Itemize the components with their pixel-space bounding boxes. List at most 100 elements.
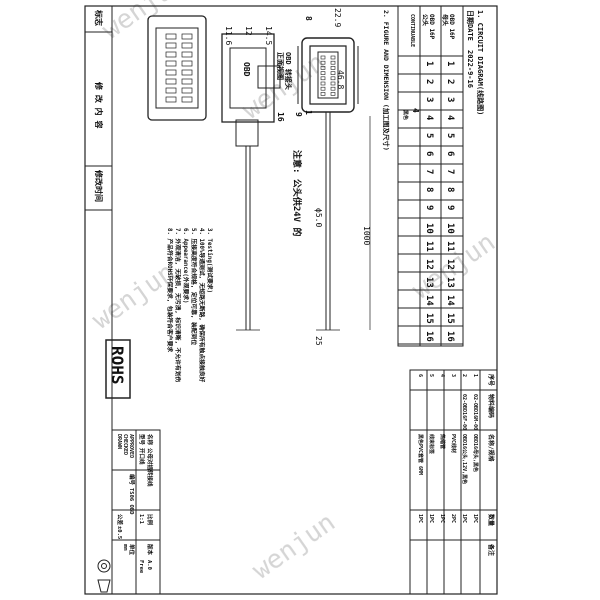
note-line: 7. 外观清洁, 无破损, 无污渍, 标识清晰, 不允许有划伤 [174, 228, 182, 383]
pin-row2-label: 6 [424, 151, 434, 156]
pin-row2-label: 14 [424, 295, 434, 306]
pin-row1-label: 9 [445, 205, 455, 210]
bom-cell: 1PC [428, 514, 434, 523]
socket-pin [320, 76, 326, 81]
top-view-slot [165, 42, 177, 49]
pin-row1-label: 3 [445, 97, 455, 102]
pin-row1-label: 4 [445, 115, 455, 121]
strip-label-mark: 标志 [94, 9, 104, 26]
pin-row2-label: 4 [424, 115, 434, 121]
bom-cell: 4 [439, 374, 445, 377]
date-label: 日期DATE [466, 10, 475, 41]
continuable-label: CONTINUABLE [409, 14, 415, 47]
bom-cell: 5 [428, 374, 434, 377]
tb-checked-label: CHECKED [122, 434, 128, 455]
pin-16-label: 16 [276, 112, 285, 122]
pin-row2-label: 16 [424, 331, 434, 342]
row2-label-cn: 公头 [421, 14, 429, 26]
top-view-slot [181, 60, 193, 67]
pin-grid [398, 55, 463, 345]
top-view-slot [165, 78, 177, 85]
dim-cable-diameter: ϕ5.0 [314, 208, 323, 227]
pin-row1-label: 8 [445, 187, 455, 192]
socket-pin [320, 81, 326, 86]
dim-12: 12 [244, 26, 253, 36]
tb-tol-value: ±0.5 [116, 526, 122, 539]
obd-side-view: OBD OBD 转接头 正面视图 11.6 12 14.5 [221, 26, 293, 147]
tb-scale-label: 比例 [146, 514, 154, 526]
top-view-slot [181, 87, 193, 94]
top-view-slot [181, 33, 193, 40]
row2-label: OBD 16P [428, 14, 435, 40]
pin-row2-label: 7 [424, 169, 434, 174]
bom-cell: 1PC [472, 514, 478, 523]
title-block: 名称 公母对插转接线 型号 开口线 编号 TS06 OBD 比例 1:1 版本 … [97, 429, 161, 595]
pin-row1-label: 12 [445, 259, 455, 270]
pin-row2-label: 5 [424, 133, 434, 138]
section2-title: 2. FIGURE AND DIMENSION (加工图及尺寸) [382, 10, 391, 151]
notes-list: 3. Testing(测试要求)4. 100%导通测试, 无短路无断路, 确保所… [166, 228, 214, 383]
socket-pins [320, 55, 336, 96]
pin-row2-label: 11 [424, 241, 434, 252]
pin-row1-label: 1 [445, 61, 455, 66]
obd-front-view: 22.9 46.8 8 1 16 9 [276, 8, 359, 122]
dim-11-6: 11.6 [224, 26, 233, 45]
tb-scale-value: 1:1 [138, 514, 144, 525]
socket-pin [330, 71, 336, 75]
connector-text: OBD [242, 62, 251, 77]
projection-symbol [97, 559, 111, 573]
tb-name-value: 公母对插转接线 [146, 448, 154, 487]
socket-pin [330, 55, 336, 60]
socket-pin [330, 76, 336, 81]
pin-row2-label: 9 [424, 205, 434, 210]
top-view-slot [165, 69, 177, 76]
section1-title: 1. CIRCUIT DIAGRAM(线路图) [476, 10, 485, 115]
pin-1-label: 1 [304, 110, 313, 115]
tb-rev-label: 版本 [146, 543, 154, 556]
bom-cell: 黑色PVC套管 6MM [417, 434, 424, 475]
top-view-slot [181, 42, 193, 49]
socket-pin [320, 92, 326, 96]
pin-row1-label: 2 [445, 79, 455, 84]
pin-row2-label: 13 [424, 277, 434, 288]
connector-label: OBD 转接头 [284, 52, 293, 90]
tb-unit-value: mm [122, 544, 128, 551]
row1-label: OBD 16P [448, 14, 455, 40]
note-line: 4. 100%导通测试, 无短路无断路, 确保所有触点接触良好 [198, 228, 206, 383]
date-value: 2022-9-16 [466, 50, 474, 88]
revision-strip: 标志 修 改 内 容 修改时间 [85, 9, 112, 211]
pin-row1-label: 10 [445, 223, 455, 234]
pin-row1-label: 16 [445, 331, 455, 342]
voltage-note: 注意: 公头供24V 的 [291, 150, 303, 237]
dim-25: 25 [314, 336, 323, 346]
tb-unit-label: 单位 [128, 544, 136, 556]
dim-14-5: 14.5 [264, 26, 273, 45]
note-line: 8. 产品符合ROHS环保要求, 包装符合客户要求 [166, 228, 174, 352]
top-view-slot [165, 60, 177, 67]
bom-cell: 02-OBD16M-00 [472, 394, 478, 430]
note-line: 3. Testing(测试要求) [206, 228, 214, 293]
top-view-slot [181, 78, 193, 85]
bom-header: 备注 [487, 543, 495, 556]
bom-cell: 3 [450, 374, 456, 377]
tb-name-label: 名称 [146, 434, 154, 446]
socket-pin [320, 66, 326, 70]
pin-row1-label: 14 [445, 295, 455, 306]
cables: 1000 ϕ5.0 25 [236, 112, 371, 346]
pin-row1-label: 15 [445, 313, 455, 324]
tb-part-label: 编号 [128, 474, 136, 486]
dim-46-8: 46.8 [336, 70, 345, 89]
bom-header: 序号 [487, 373, 495, 386]
tb-approved-label: APPROVED [128, 434, 134, 458]
tb-spec-value: 开口线 [138, 448, 146, 465]
socket-pin [320, 55, 326, 60]
top-view-slot [181, 96, 193, 103]
rohs-stamp: ROHS [105, 339, 131, 399]
bom-cell: OBD16母头,黑色 [472, 434, 479, 472]
bom-cell: 6 [417, 374, 423, 377]
strip-label-content: 修 改 内 容 [94, 81, 104, 128]
pin-row1-label: 5 [445, 133, 455, 138]
socket-pin [330, 81, 336, 86]
rohs-text: ROHS [108, 346, 127, 385]
